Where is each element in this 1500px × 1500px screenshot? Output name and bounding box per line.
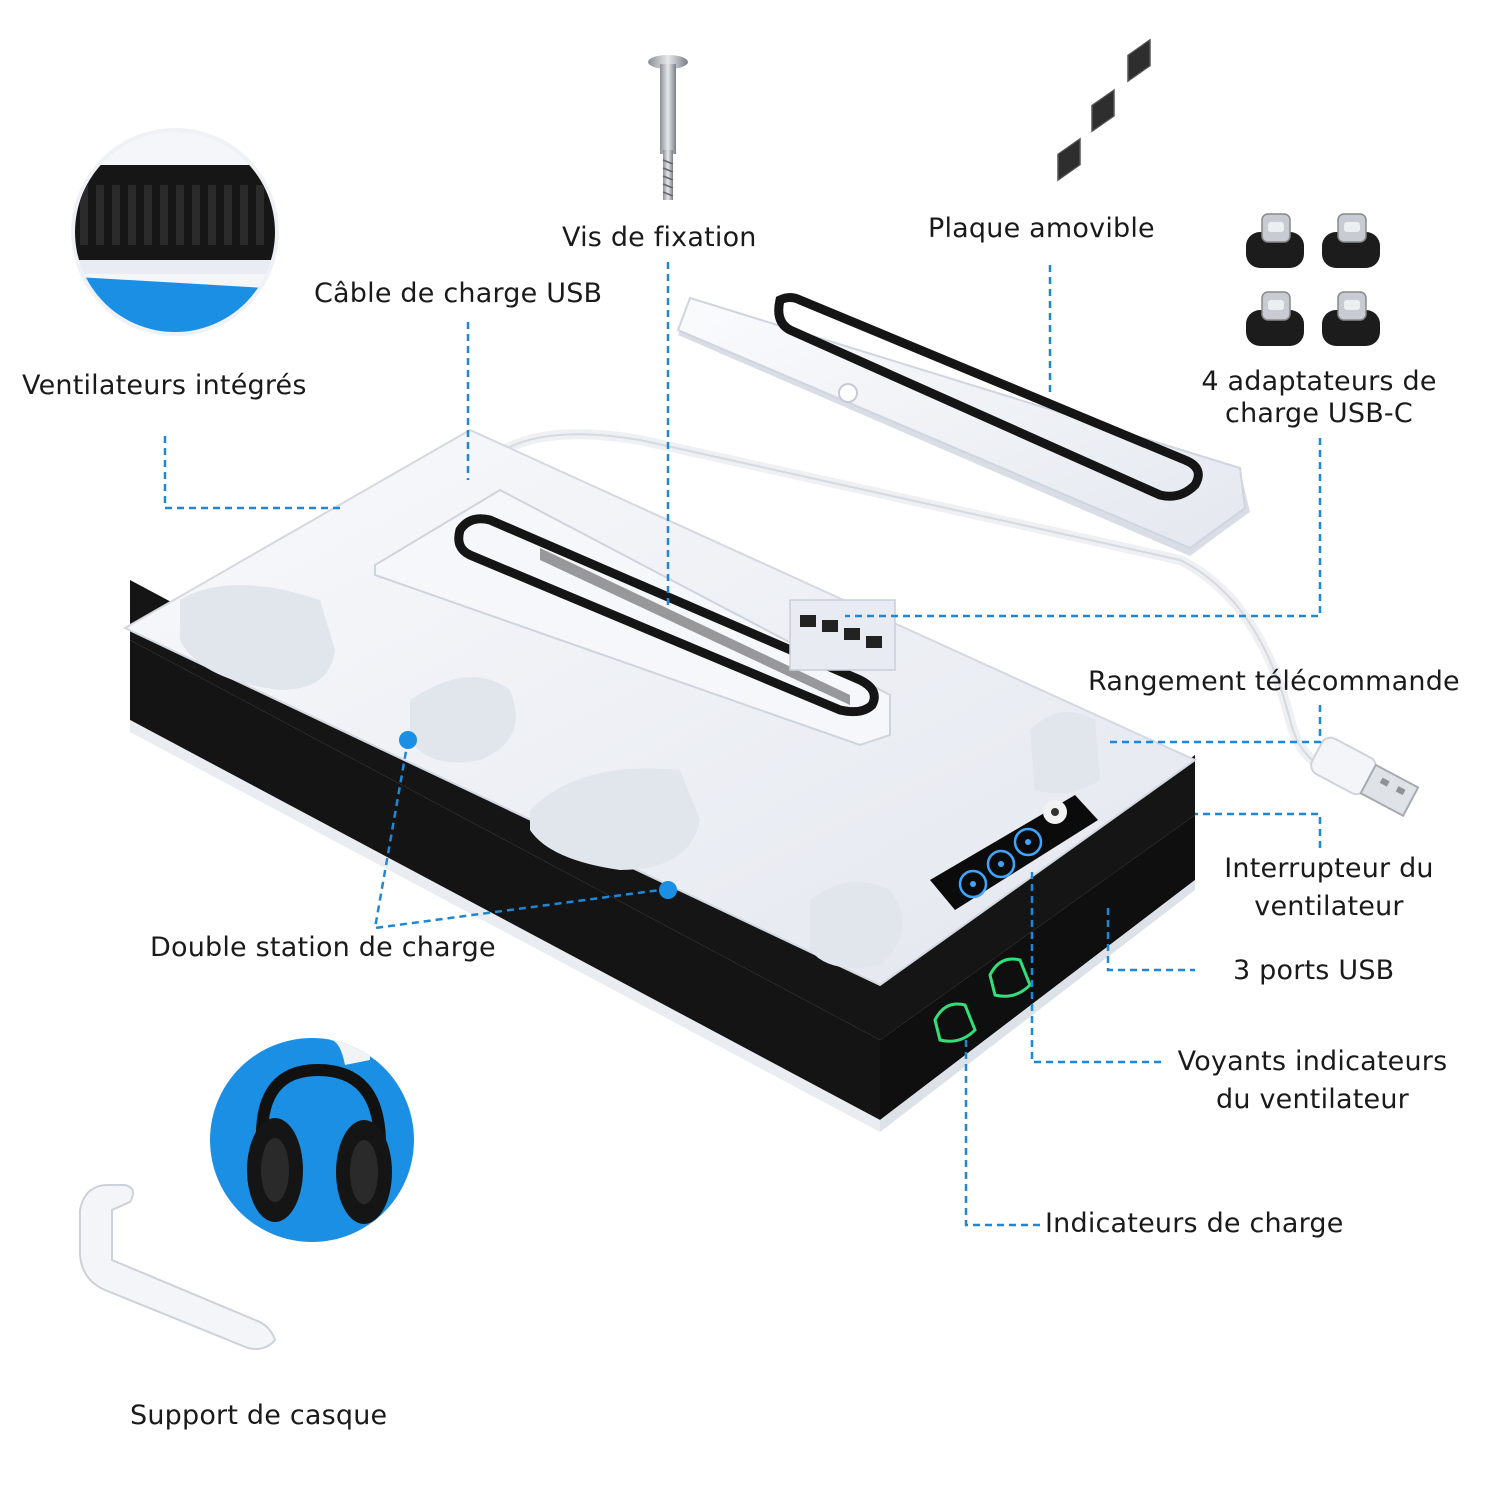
usb-c-adapter-icon xyxy=(1322,291,1380,346)
label-cable-usb: Câble de charge USB xyxy=(314,278,603,309)
fan-control-panel xyxy=(930,795,1098,910)
usb-c-adapter-icon xyxy=(1246,291,1304,346)
usb-plug xyxy=(1310,736,1420,818)
adapter-slots xyxy=(789,599,896,671)
controller-icon xyxy=(933,957,1032,1043)
label-plaque: Plaque amovible xyxy=(928,213,1155,244)
usb-cable xyxy=(476,429,1420,818)
vent-slots xyxy=(80,185,264,245)
removable-plate xyxy=(676,293,1250,556)
headset-circle xyxy=(210,1038,414,1242)
fan-indicator-icon xyxy=(986,849,1016,879)
label-interrupteur: Interrupteur du ventilateur xyxy=(1224,853,1434,922)
label-rangement: Rangement télécommande xyxy=(1088,666,1460,697)
headset-hook xyxy=(79,1184,277,1350)
fan-icon xyxy=(1043,800,1067,824)
screw-icon xyxy=(648,55,688,200)
label-support-casque: Support de casque xyxy=(130,1400,388,1431)
usb-ports xyxy=(1057,38,1151,182)
headset-icon xyxy=(247,1063,392,1224)
label-indicateurs-charge: Indicateurs de charge xyxy=(1045,1208,1344,1239)
fan-indicator-icon xyxy=(1013,827,1043,857)
usb-c-adapter-icon xyxy=(1246,213,1304,268)
usb-c-adapters xyxy=(1246,213,1380,346)
leader-lines xyxy=(163,262,1322,1227)
label-voyants: Voyants indicateurs du ventilateur xyxy=(1177,1046,1448,1115)
label-adaptateurs: 4 adaptateurs de charge USB-C xyxy=(1201,366,1437,429)
usb-c-adapter-icon xyxy=(1322,213,1380,268)
charging-station xyxy=(122,38,1197,1132)
label-double-station: Double station de charge xyxy=(150,932,496,963)
leader-dots xyxy=(399,731,677,899)
label-ventilateurs: Ventilateurs intégrés xyxy=(22,370,307,401)
vent-detail-circle xyxy=(71,128,279,336)
label-ports-usb: 3 ports USB xyxy=(1233,955,1395,986)
label-vis: Vis de fixation xyxy=(562,222,757,253)
fan-indicator-icon xyxy=(958,869,988,899)
